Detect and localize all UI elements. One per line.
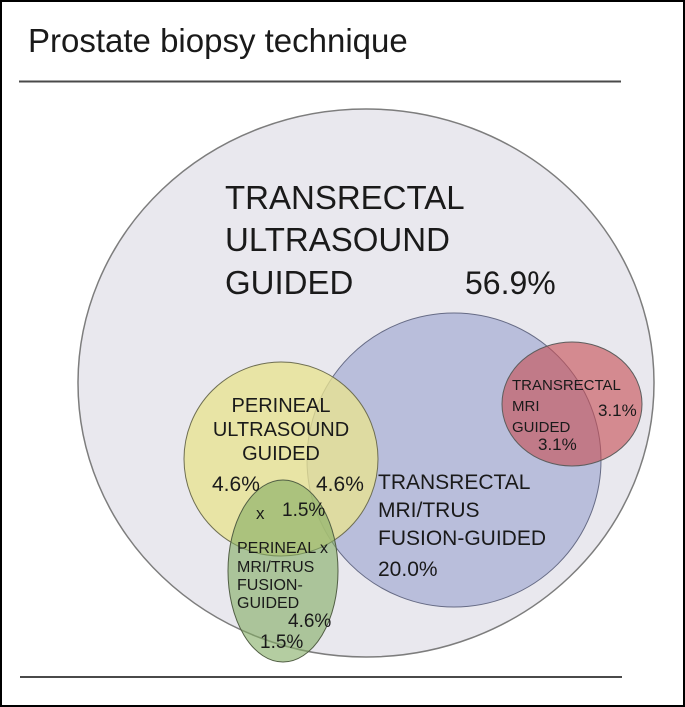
perineal-fusion-percentage-lower: 1.5% bbox=[260, 632, 303, 653]
perineal-fusion-percentage: 4.6% bbox=[288, 611, 331, 632]
perineal-us-label-line2: ULTRASOUND bbox=[213, 419, 349, 441]
overlap-percentage: 1.5% bbox=[282, 500, 325, 521]
figure-title: Prostate biopsy technique bbox=[28, 22, 408, 59]
fusion-percentage: 20.0% bbox=[378, 558, 438, 581]
fusion-label-line1: TRANSRECTAL bbox=[378, 471, 530, 494]
trus-percentage: 56.9% bbox=[465, 265, 556, 301]
overlap-x-mark: x bbox=[256, 504, 265, 523]
perineal-us-percentage-left: 4.6% bbox=[212, 473, 260, 496]
fusion-label-line3: FUSION-GUIDED bbox=[378, 527, 546, 550]
mri-percentage-outer: 3.1% bbox=[598, 401, 637, 420]
trus-label-line2: ULTRASOUND bbox=[225, 221, 450, 258]
mri-label-line1: TRANSRECTAL bbox=[512, 377, 621, 394]
perineal-fusion-label-line1: PERINEAL x bbox=[237, 540, 328, 557]
perineal-us-percentage-right: 4.6% bbox=[316, 473, 364, 496]
trus-label-line1: TRANSRECTAL bbox=[225, 179, 465, 216]
perineal-fusion-label-line2: MRI/TRUS bbox=[237, 559, 314, 576]
mri-label-line3: GUIDED bbox=[512, 419, 571, 436]
mri-percentage-overlap: 3.1% bbox=[538, 435, 577, 454]
perineal-us-label-line1: PERINEAL bbox=[232, 395, 331, 417]
fusion-label-line2: MRI/TRUS bbox=[378, 499, 480, 522]
perineal-us-label-line3: GUIDED bbox=[242, 443, 320, 465]
trus-label-line3: GUIDED bbox=[225, 264, 353, 301]
perineal-fusion-label-line4: GUIDED bbox=[237, 595, 299, 612]
mri-label-line2: MRI bbox=[512, 398, 540, 415]
transrectal-mri-guided-circle bbox=[501, 341, 643, 467]
perineal-mri-trus-fusion-guided-ellipse bbox=[227, 479, 339, 663]
perineal-fusion-label-line3: FUSION- bbox=[237, 577, 303, 594]
